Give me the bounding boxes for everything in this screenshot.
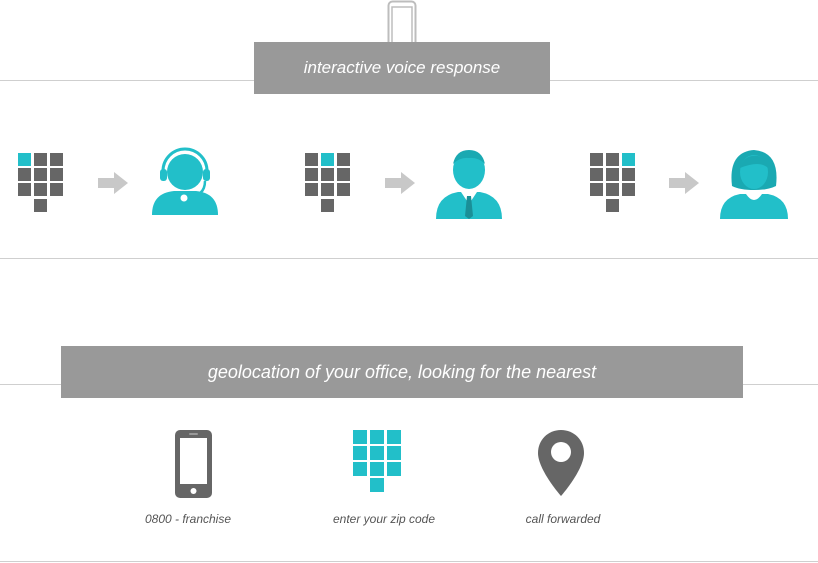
- arrow-right-icon: [98, 172, 128, 194]
- divider-bottom: [0, 561, 818, 562]
- businessman-icon: [434, 146, 504, 220]
- divider-middle: [0, 258, 818, 259]
- item-label-zip-code: enter your zip code: [332, 512, 436, 526]
- businesswoman-icon: [718, 146, 790, 220]
- item-label-franchise: 0800 - franchise: [144, 512, 232, 526]
- keypad-icon: [590, 153, 636, 213]
- arrow-right-icon: [385, 172, 415, 194]
- geolocation-banner: geolocation of your office, looking for …: [61, 346, 743, 398]
- ivr-banner: interactive voice response: [254, 42, 550, 94]
- geolocation-banner-label: geolocation of your office, looking for …: [207, 361, 597, 382]
- smartphone-icon: [175, 430, 212, 498]
- map-pin-icon: [538, 430, 584, 496]
- item-label-call-forwarded: call forwarded: [525, 512, 601, 526]
- keypad-icon: [353, 430, 402, 493]
- headset-agent-icon: [150, 147, 220, 217]
- keypad-icon: [305, 153, 351, 213]
- arrow-right-icon: [669, 172, 699, 194]
- ivr-banner-label: interactive voice response: [303, 58, 501, 77]
- keypad-icon: [18, 153, 64, 213]
